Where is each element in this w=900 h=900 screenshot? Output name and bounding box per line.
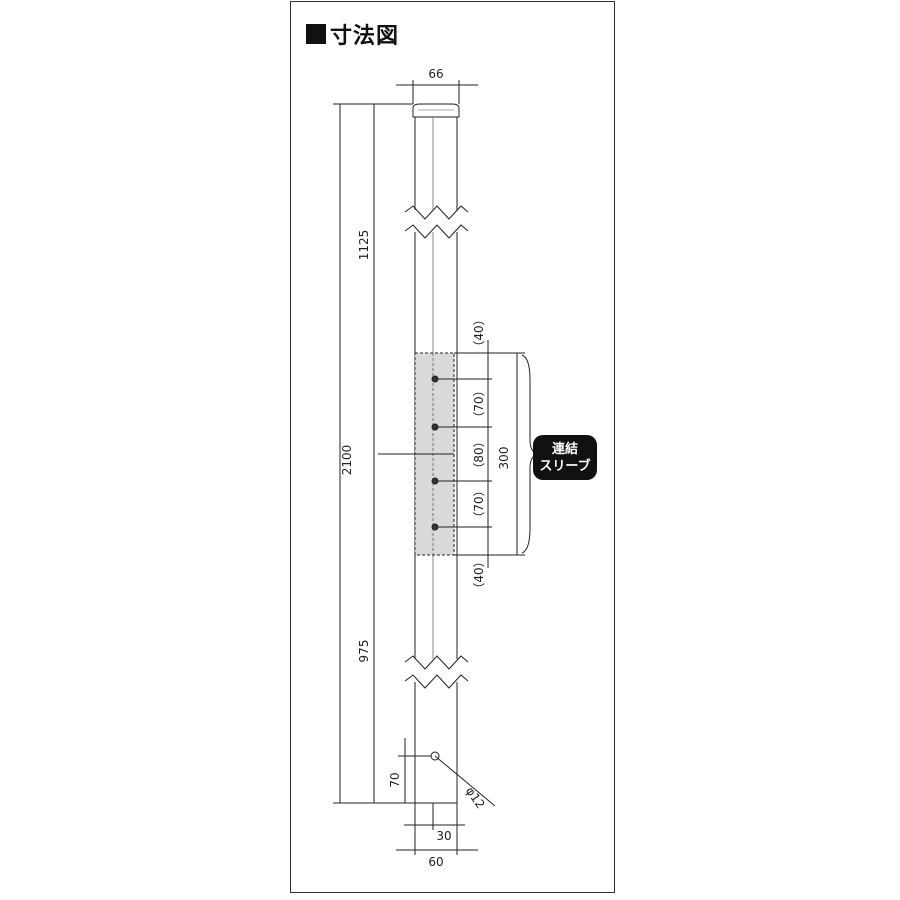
break-mark-lower-1 [404,655,469,670]
dim-sleeve-spacing-3: （70） [472,484,486,523]
break-mark-upper-1 [404,205,469,220]
dim-bottom-width: 60 [428,855,443,869]
dim-hole-diameter: φ12 [463,784,488,811]
sleeve-callout-badge: 連結 スリーブ [533,435,597,480]
dim-upper-length: 1125 [357,230,371,261]
bolt-hole-4 [431,523,439,531]
dim-total-height: 2100 [340,445,354,476]
dim-sleeve-spacing-1: （70） [472,384,486,423]
drawing-title-text: 寸法図 [330,24,400,49]
dim-bottom-inner: 30 [436,829,451,843]
dim-lower-length: 975 [357,640,371,663]
drawing-frame [290,1,615,893]
square-bullet-icon [306,24,326,44]
sleeve-callout-line2: スリーブ [539,458,591,474]
dim-hole-offset: 70 [388,772,402,787]
sleeve-callout-line1: 連結 [551,441,578,457]
bottom-hole-leader [434,755,496,807]
dim-top-width: 66 [428,67,443,81]
bolt-hole-1 [431,375,439,383]
break-mark-lower-2 [404,674,469,689]
dim-sleeve-top: （40） [472,313,486,352]
dim-sleeve-spacing-2: （80） [472,435,486,474]
drawing-title: 寸法図 [306,18,399,50]
break-mark-upper-2 [404,224,469,239]
bolt-hole-3 [431,477,439,485]
bolt-hole-2 [431,423,439,431]
dim-sleeve-length: 300 [497,447,511,470]
dim-sleeve-bottom: （40） [472,555,486,594]
